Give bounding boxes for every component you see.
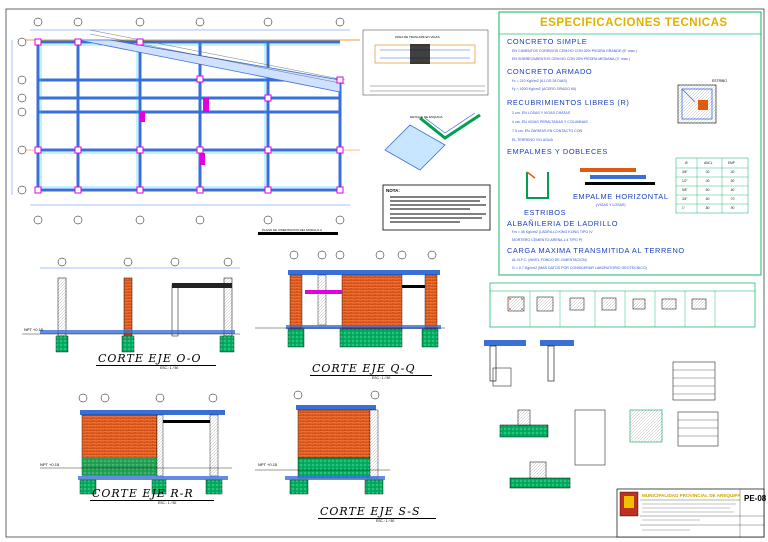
nota-title: NOTA:: [386, 188, 400, 193]
empalme-table-text: Ø ANCL EMP 3/8" .30 .40 1/2" .40 .50 5/8…: [676, 158, 748, 213]
corte-qq-scale: ESC.: 1 / 50: [372, 376, 391, 380]
emp-r0c2: .40: [730, 170, 735, 174]
ca-line-1: f'c = 210 Kg/cm2 (A LOS 28 DIAS): [512, 79, 567, 83]
corte-rr: NPT +0.15: [40, 393, 232, 495]
recubrimientos-heading: RECUBRIMIENTOS LIBRES (R): [507, 98, 630, 107]
foundation-plan: PLANO DE CIMENTACION DEL MODULO A: [11, 17, 360, 235]
corte-ss-underline: [318, 518, 436, 519]
corte-ss-title: CORTE EJE S-S: [320, 505, 421, 518]
corte-rr-underline: [90, 500, 214, 501]
emp-r0c1: .30: [705, 170, 710, 174]
beam-details: [484, 340, 719, 489]
albanileria-heading: ALBAÑILERIA DE LADRILLO: [507, 219, 619, 228]
title-block-entity: MUNICIPALIDAD PROVINCIAL DE AREQUIPA: [642, 493, 741, 498]
empalmes-heading: EMPALMES Y DOBLECES: [507, 147, 608, 156]
title-block: [616, 488, 765, 538]
emp-r3c2: .70: [730, 197, 735, 201]
emp-r4c1: .80: [705, 206, 710, 210]
detalle-esquina: DETALLE DE ESQUINA: [384, 112, 481, 171]
empalme-table: [675, 157, 749, 214]
ca-line-2: f'y = 4200 Kg/cm2 (ACERO GRADO 60): [512, 87, 577, 91]
corte-rr-scale: ESC.: 1 / 50: [158, 501, 177, 505]
rec-line-3: 7.5 cm. EN ZAPATAS EN CONTACTO CON: [512, 129, 583, 133]
carga-line-1: AL N.F.C. (NIVEL FONDO DE CIMENTACION): [512, 258, 587, 262]
emp-r3c0: 3/4": [682, 197, 688, 201]
alb-line-1: f'm = 45 Kg/cm2 (LADRILLO KING KONG TIPO…: [512, 230, 593, 234]
rec-line-4: EL TERRENO Y/O AGUA: [512, 138, 553, 142]
npt-label-ss: NPT +0.15: [258, 462, 278, 467]
corte-qq-title: CORTE EJE Q-Q: [312, 362, 416, 375]
npt-label: NPT +0.15: [24, 327, 44, 332]
empalme-horizontal-heading: EMPALME HORIZONTAL: [573, 192, 669, 201]
corte-oo: NPT +0.15: [22, 257, 240, 353]
corte-oo-scale: ESC.: 1 / 50: [160, 366, 179, 370]
corte-qq: [255, 250, 445, 348]
emp-r2c0: 5/8": [682, 188, 688, 192]
detalle-label: DETALLE DE ESQUINA: [410, 115, 442, 119]
emp-r3c1: .60: [705, 197, 710, 201]
plan-caption: PLANO DE CIMENTACION DEL MODULO A: [262, 228, 322, 232]
sheet-number: PE-08: [744, 494, 767, 503]
corte-ss-scale: ESC.: 1 / 50: [376, 519, 395, 523]
corte-qq-underline: [310, 375, 432, 376]
estribo-label: ESTRIBO: [712, 79, 727, 83]
carga-heading: CARGA MAXIMA TRANSMITIDA AL TERRENO: [507, 246, 685, 255]
specs-title: ESPECIFICACIONES TECNICAS: [540, 17, 728, 29]
nota-box: NOTA:: [382, 184, 491, 231]
alb-line-2: MORTERO CEMENTO:ARENA 1:4 TIPO P): [512, 238, 583, 242]
estribos-heading: ESTRIBOS: [524, 208, 567, 217]
emp-r1c0: 1/2": [682, 179, 688, 183]
emp-r0c0: 3/8": [682, 170, 688, 174]
emp-r4c2: .90: [730, 206, 735, 210]
rec-line-1: 2 cm. EN LOSAS Y VIGAS CHATAS: [512, 111, 571, 115]
concreto-armado-heading: CONCRETO ARMADO: [507, 67, 593, 76]
empalme-sub: (VIGAS Y LOSAS): [596, 203, 626, 207]
emp-r1c2: .50: [730, 179, 735, 183]
zona-label: ZONA DE TRASLAPE EN VIGAS: [395, 35, 440, 39]
rec-line-2: 4 cm. EN VIGAS PERALTADAS Y COLUMNAS: [512, 120, 588, 124]
emp-h2: EMP: [728, 161, 735, 165]
corte-rr-title: CORTE EJE R-R: [92, 487, 194, 500]
emp-r4c0: 1": [682, 206, 685, 210]
emp-h0: Ø: [685, 161, 688, 165]
emp-r2c2: .60: [730, 188, 735, 192]
cs-line-2: EN SOBRECIMIENTOS CEM:HO CON 25% PIEDRA …: [512, 57, 630, 61]
emp-r1c1: .40: [705, 179, 710, 183]
emp-r2c1: .50: [705, 188, 710, 192]
column-sections-table: [489, 282, 756, 328]
carga-line-2: G = 0.7 Kg/cm2 (MAS DATOS POR CONSIDERAR…: [512, 266, 647, 270]
concreto-simple-heading: CONCRETO SIMPLE: [507, 37, 588, 46]
corte-ss: NPT +0.15: [255, 390, 390, 495]
zona-traslape-detail: ZONA DE TRASLAPE EN VIGAS: [362, 29, 489, 96]
npt-label-rr: NPT +0.15: [40, 462, 60, 467]
emp-h1: ANCL: [704, 161, 713, 165]
cs-line-1: EN CIMIENTOS CORRIDOS CEM:HO CON 30% PIE…: [512, 49, 637, 53]
corte-oo-title: CORTE EJE O-O: [98, 352, 202, 365]
corte-oo-underline: [96, 365, 216, 366]
specs-panel: ESTRIBO: [498, 11, 762, 276]
